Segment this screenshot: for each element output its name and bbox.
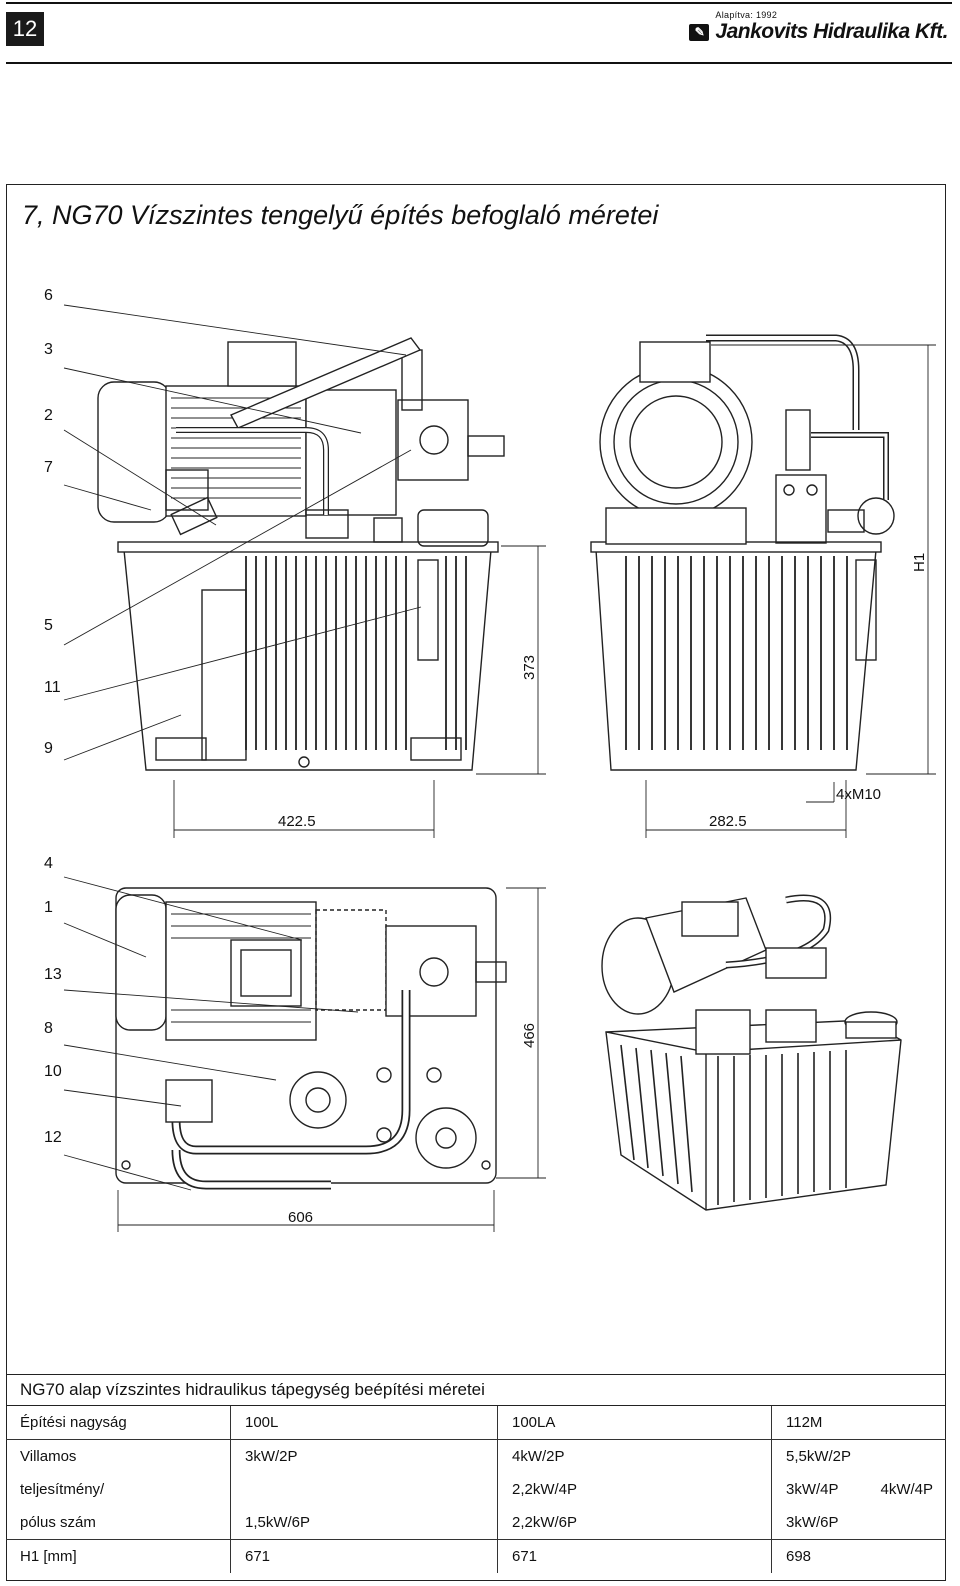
dim-height-front: 373 <box>521 655 538 680</box>
plan-view <box>115 887 507 1190</box>
table-cell: 3kW/4P <box>770 1473 867 1506</box>
table-row: H1 [mm] 671 671 698 <box>6 1539 946 1573</box>
dim-h1: H1 <box>911 553 928 572</box>
table-row: Építési nagyság 100L 100LA 112M <box>6 1406 946 1440</box>
callout-2: 2 <box>44 407 53 424</box>
table-cell: 100L <box>230 1406 498 1440</box>
company-name: Jankovits Hidraulika Kft. <box>715 20 948 43</box>
table-cell: 671 <box>497 1539 772 1573</box>
callout-12: 12 <box>44 1129 62 1146</box>
dim-plan-depth: 466 <box>521 1023 538 1048</box>
header-bottom-rule <box>6 62 952 64</box>
table-cell: 671 <box>230 1539 498 1573</box>
callout-7: 7 <box>44 459 53 476</box>
table-row: teljesítmény/ 2,2kW/4P 3kW/4P 4kW/4P <box>6 1473 946 1506</box>
table-cell: 3kW/2P <box>230 1439 498 1473</box>
table-cell: 4kW/4P <box>880 1481 934 1498</box>
side-view <box>590 334 895 771</box>
dim-width-side: 282.5 <box>709 813 747 830</box>
callout-8: 8 <box>44 1020 53 1037</box>
dim-bolts: 4xM10 <box>836 786 881 803</box>
dimension-lines <box>117 344 936 1232</box>
table-cell: 4kW/2P <box>497 1439 772 1473</box>
table-cell: 5,5kW/2P <box>770 1439 867 1473</box>
table-cell: 100LA <box>497 1406 772 1440</box>
table-cell <box>867 1440 946 1474</box>
page-number: 12 <box>6 12 44 46</box>
table-cell <box>866 1406 946 1440</box>
dimensions-table: NG70 alap vízszintes hidraulikus tápegys… <box>6 1374 946 1573</box>
table-cell: 698 <box>770 1539 867 1573</box>
front-view <box>97 337 505 771</box>
table-cell: 112M <box>770 1406 867 1440</box>
callout-11: 11 <box>44 679 61 696</box>
callout-4: 4 <box>44 855 53 872</box>
table-cell <box>867 1506 946 1540</box>
table-cell <box>866 1539 946 1573</box>
table-cell <box>230 1473 498 1506</box>
dim-width-front: 422.5 <box>278 813 316 830</box>
page-header: 12 Alapítva: 1992 ✎ Jankovits Hidraulika… <box>0 0 960 66</box>
isometric-view <box>601 894 902 1211</box>
company-name-row: ✎ Jankovits Hidraulika Kft. <box>689 20 948 44</box>
callout-10: 10 <box>44 1063 62 1080</box>
table-cell: Építési nagyság <box>6 1406 231 1440</box>
table-cell: Villamos <box>20 1448 77 1465</box>
table-body: Építési nagyság 100L 100LA 112M Villamos… <box>6 1406 946 1573</box>
callout-leaders <box>63 304 422 1191</box>
company-logo-icon: ✎ <box>689 23 710 41</box>
section-title: 7, NG70 Vízszintes tengelyű építés befog… <box>22 200 659 230</box>
table-cell: 2,2kW/4P <box>497 1473 772 1506</box>
table-cell: H1 [mm] <box>6 1539 231 1573</box>
callout-5: 5 <box>44 617 53 634</box>
table-cell: 3kW/6P <box>770 1506 867 1540</box>
header-top-rule <box>6 2 952 4</box>
technical-drawing: 6 3 2 7 5 11 9 4 1 13 8 10 12 373 422.5 … <box>44 287 936 1232</box>
company-brand: Alapítva: 1992 ✎ Jankovits Hidraulika Kf… <box>689 10 948 44</box>
table-caption: NG70 alap vízszintes hidraulikus tápegys… <box>6 1374 946 1406</box>
callout-6: 6 <box>44 287 53 304</box>
table-row: pólus szám 1,5kW/6P 2,2kW/6P 3kW/6P <box>6 1506 946 1540</box>
table-cell: 1,5kW/6P <box>230 1506 498 1540</box>
table-row: Villamos 3kW/2P 4kW/2P 5,5kW/2P <box>6 1439 946 1474</box>
table-cell: 2,2kW/6P <box>497 1506 772 1540</box>
table-cell: teljesítmény/ <box>20 1481 105 1498</box>
callout-3: 3 <box>44 341 53 358</box>
dim-plan-width: 606 <box>288 1209 313 1226</box>
callout-9: 9 <box>44 740 53 757</box>
founded-text: Alapítva: 1992 <box>715 10 778 20</box>
callout-13: 13 <box>44 966 62 983</box>
table-cell: pólus szám <box>20 1514 96 1531</box>
content-frame <box>6 184 946 1581</box>
callout-1: 1 <box>44 899 53 916</box>
